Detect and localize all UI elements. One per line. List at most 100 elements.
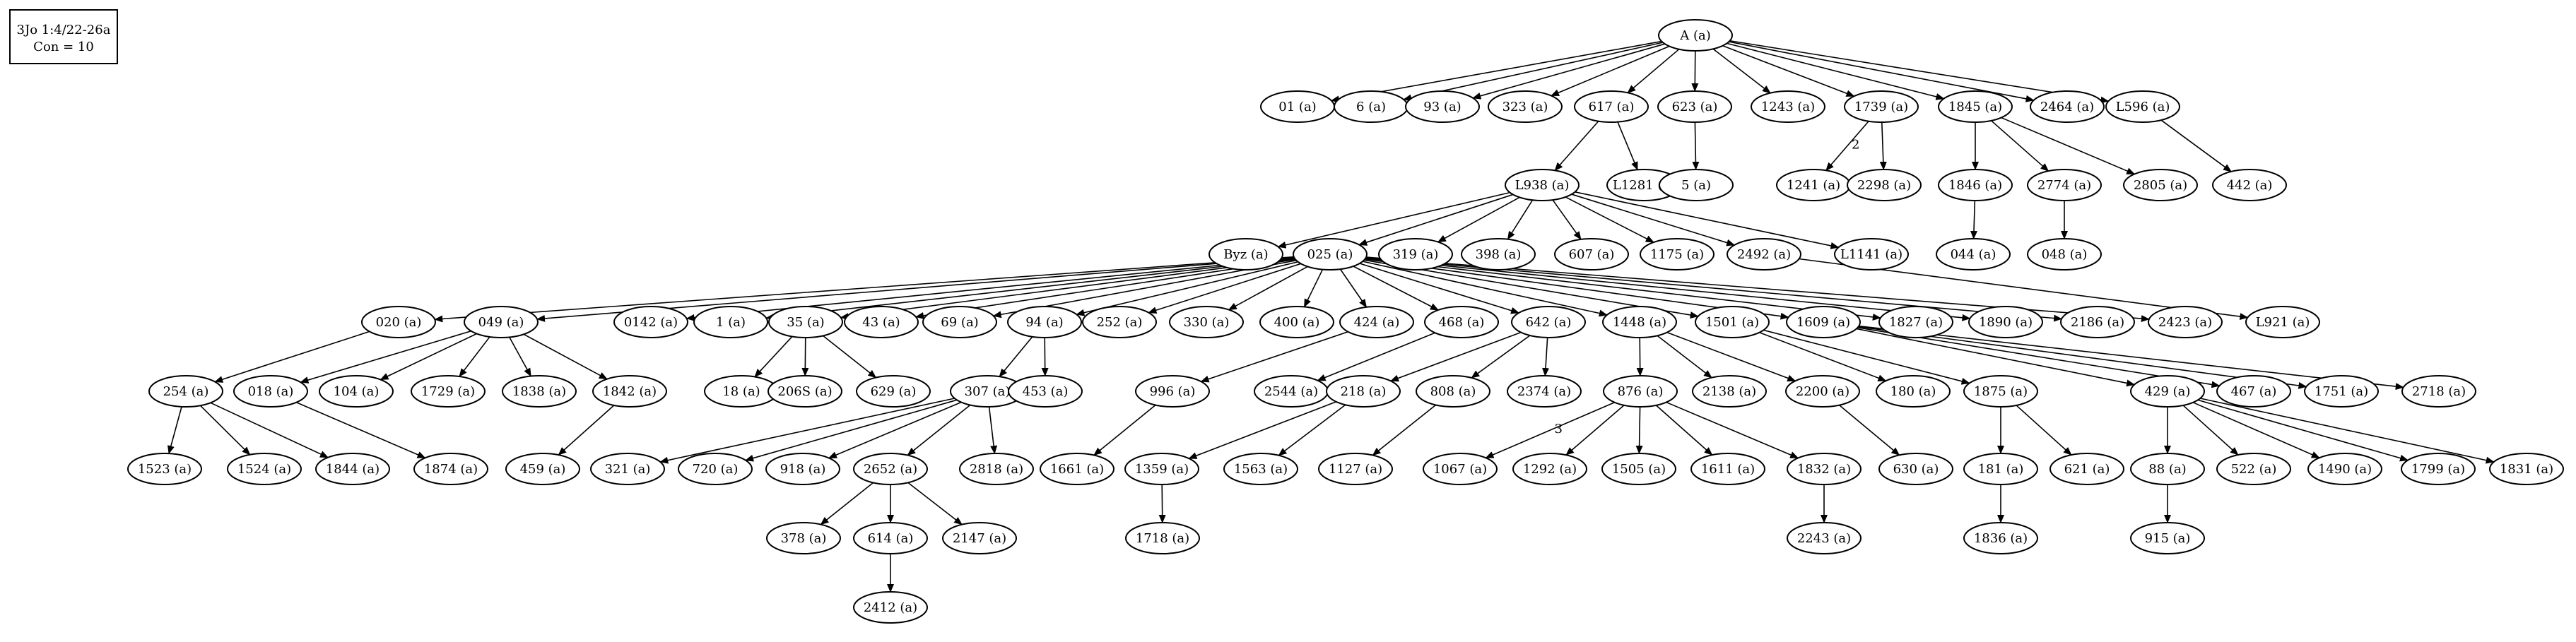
node-label: 1842 (a) (603, 384, 657, 399)
node-ellipse (464, 306, 539, 338)
node-ellipse (1751, 90, 1825, 123)
node-label: 330 (a) (1184, 315, 1230, 330)
edge-line (1729, 40, 2110, 104)
node-ellipse (1378, 238, 1453, 271)
node-ellipse (1968, 306, 2043, 338)
node-94: 94 (a) (1007, 306, 1082, 338)
node-label: 35 (a) (787, 315, 824, 330)
node-321: 321 (a) (590, 453, 665, 485)
node-2774: 2774 (a) (2027, 169, 2102, 201)
edge-025-to-35 (840, 258, 1295, 321)
edge-a-to-01 (1330, 40, 1662, 103)
node-label: 918 (a) (780, 462, 826, 477)
node-522: 522 (a) (2216, 453, 2291, 485)
edge-1875-to-621 (2016, 405, 2072, 456)
edge-025-to-020 (434, 256, 1294, 323)
node-2423: 2423 (a) (2148, 306, 2223, 338)
node-ellipse (2049, 453, 2124, 485)
node-label: 104 (a) (334, 384, 380, 399)
node-label: 1175 (a) (1650, 247, 1704, 262)
node-label: 1875 (a) (1974, 384, 2028, 399)
edge-642-to-808 (1471, 335, 1531, 379)
edge-l938-to-byz (1277, 191, 1510, 249)
node-label: 2805 (a) (2134, 178, 2187, 193)
node-642: 642 (a) (1511, 306, 1586, 338)
node-ellipse (2304, 375, 2379, 408)
edge-025-to-94 (1076, 261, 1298, 316)
node-label: L596 (a) (2116, 100, 2170, 114)
edge-049-to-1838 (509, 337, 531, 377)
node-442: 442 (a) (2212, 169, 2287, 201)
node-label: 429 (a) (2145, 384, 2191, 399)
edge-l938-to-l1141 (1575, 191, 1840, 249)
node-1661: 1661 (a) (1040, 453, 1114, 485)
node-ellipse (502, 375, 577, 408)
node-ellipse (1695, 306, 1770, 338)
node-label: 2374 (a) (1517, 384, 1571, 399)
node-l938: L938 (a) (1505, 169, 1580, 201)
node-ellipse (1786, 306, 1861, 338)
node-048: 048 (a) (2027, 238, 2102, 271)
edge-l938-to-2492 (1571, 194, 1736, 246)
edge-line (1856, 328, 2136, 387)
node-398: 398 (a) (1461, 238, 1536, 271)
node-label: 720 (a) (693, 462, 739, 477)
node-1609: 1609 (a) (1786, 306, 1861, 338)
node-5: 5 (a) (1659, 169, 1734, 201)
node-label: 88 (a) (2148, 462, 2186, 477)
node-254: 254 (a) (148, 375, 223, 408)
node-label: 321 (a) (605, 462, 651, 477)
edge-line (1365, 257, 1971, 321)
node-ellipse (1405, 90, 1480, 123)
edge-line (1076, 261, 1298, 316)
node-607: 607 (a) (1554, 238, 1629, 271)
edge-line (1277, 191, 1510, 249)
node-93: 93 (a) (1405, 90, 1480, 123)
edge-line (1627, 49, 1680, 93)
node-ellipse (1512, 453, 1587, 485)
edge-line (380, 333, 477, 381)
node-ellipse (1339, 306, 1414, 338)
node-label: 1243 (a) (1761, 100, 1815, 114)
node-181: 181 (a) (1963, 453, 2038, 485)
node-label: 2298 (a) (1857, 178, 1911, 193)
nodes-layer: A (a)01 (a)6 (a)93 (a)323 (a)617 (a)623 … (127, 19, 2564, 624)
node-2147: 2147 (a) (942, 522, 1017, 554)
node-2818: 2818 (a) (959, 453, 1034, 485)
node-2138: 2138 (a) (1692, 375, 1767, 408)
node-label: 2138 (a) (1702, 384, 1756, 399)
node-ellipse (227, 453, 302, 485)
node-1875: 1875 (a) (1963, 375, 2038, 408)
edge-line (1339, 268, 1368, 308)
node-ellipse (678, 453, 753, 485)
node-label: 5 (a) (1681, 178, 1711, 193)
edge-025-to-468 (1353, 266, 1439, 311)
node-1448: 1448 (a) (1602, 306, 1677, 338)
edge-line (1158, 484, 1166, 524)
edge-line (1359, 263, 1520, 314)
node-a: A (a) (1658, 19, 1733, 52)
node-label: 6 (a) (1356, 100, 1386, 114)
edge-a-to-617 (1627, 49, 1680, 93)
node-ellipse (1223, 453, 1298, 485)
node-ellipse (1692, 375, 1767, 408)
node-ellipse (1602, 306, 1677, 338)
node-ellipse (2216, 453, 2291, 485)
node-2652: 2652 (a) (853, 453, 928, 485)
edge-line (2001, 117, 2136, 175)
edge-018-to-1874 (296, 401, 426, 459)
node-2298: 2298 (a) (1847, 169, 1922, 201)
node-180: 180 (a) (1876, 375, 1951, 408)
edge-line (907, 404, 971, 456)
edge-line (1472, 43, 1665, 100)
node-453: 453 (a) (1008, 375, 1083, 408)
edge-line (1763, 329, 1970, 385)
node-ellipse (233, 375, 308, 408)
node-ellipse (1878, 306, 1953, 338)
edge-line (1655, 405, 1713, 456)
edge-line (1093, 404, 1156, 456)
node-ellipse (2123, 169, 2198, 201)
node-ellipse (1603, 375, 1678, 408)
edge-2652-to-378 (820, 482, 874, 525)
node-ellipse (1326, 375, 1401, 408)
